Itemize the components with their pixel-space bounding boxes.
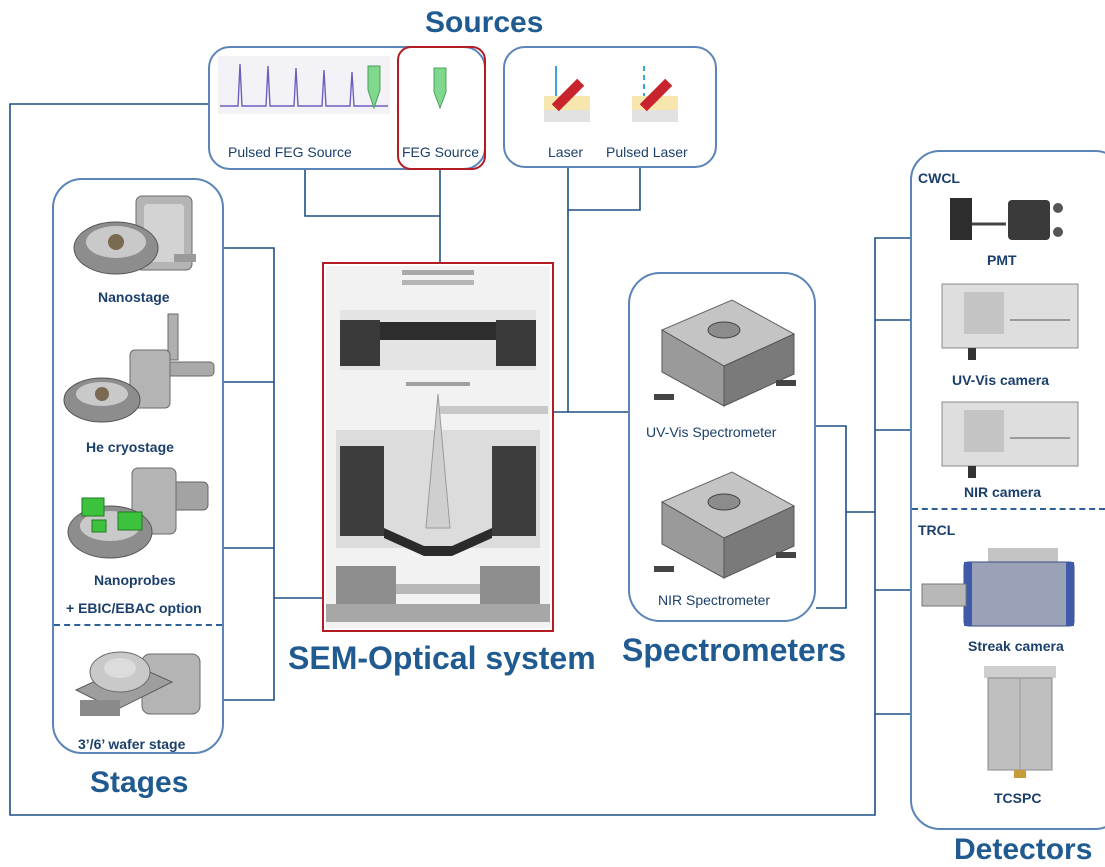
feg-source-label: FEG Source (402, 144, 480, 160)
wafer-stage-image (74, 651, 201, 716)
laser-mirror-icon (544, 66, 590, 122)
cwcl-label: CWCL (918, 170, 960, 186)
streak-camera-label: Streak camera (968, 638, 1064, 654)
uv-vis-spectrometer-label: UV-Vis Spectrometer (646, 424, 777, 440)
nanoprobes-label: Nanoprobes (94, 572, 176, 588)
nir-camera-label: NIR camera (964, 484, 1042, 500)
stages-divider (54, 624, 222, 626)
streak-camera-icon (921, 548, 1075, 627)
pulsed-laser-label: Pulsed Laser (606, 144, 688, 160)
stages-title: Stages (90, 766, 189, 799)
laser-sources-box (503, 46, 717, 168)
spectrometers-title: Spectrometers (622, 632, 847, 668)
nanoprobes-image (67, 467, 209, 559)
detectors-divider (912, 508, 1105, 510)
pmt-label: PMT (987, 252, 1017, 268)
pulsed-feg-source-label: Pulsed FEG Source (228, 144, 352, 160)
nanostage-label: Nanostage (98, 289, 170, 305)
pulsed-laser-mirror-icon (632, 66, 678, 122)
sem-optical-system-box (322, 262, 554, 632)
ebic-option-label: + EBIC/EBAC option (66, 600, 202, 616)
uv-vis-camera-label: UV-Vis camera (952, 372, 1050, 388)
nir-spectrometer-image (654, 471, 796, 579)
laser-label: Laser (548, 144, 584, 160)
nir-spectrometer-label: NIR Spectrometer (658, 592, 771, 608)
sem-column-icon (326, 266, 550, 628)
tcspc-label: TCSPC (994, 790, 1042, 806)
nir-camera-icon (941, 401, 1079, 478)
pmt-icon (950, 198, 1063, 240)
nanostage-image (73, 195, 196, 275)
uv-vis-spectrometer-image (654, 299, 796, 407)
sources-title: Sources (425, 6, 544, 39)
sem-optical-system-title: SEM-Optical system (288, 640, 596, 676)
emitter-tip-icon (433, 67, 447, 110)
he-cryostage-label: He cryostage (86, 439, 174, 455)
feg-source-highlight (397, 46, 486, 170)
trcl-label: TRCL (918, 522, 956, 538)
detectors-title: Detectors (954, 833, 1093, 866)
tcspc-icon (984, 666, 1056, 778)
pulse-train-icon (218, 56, 390, 114)
he-cryostage-image (63, 313, 215, 423)
uv-vis-camera-icon (941, 283, 1079, 360)
wafer-stage-label: 3’/6’ wafer stage (78, 736, 186, 752)
